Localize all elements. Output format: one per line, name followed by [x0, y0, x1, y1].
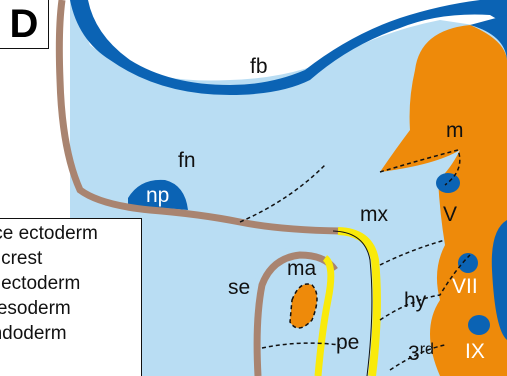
label-pe: pe [336, 331, 359, 354]
legend-box: surface ectoderm neural crest neural ect… [0, 218, 142, 376]
label-np: np [146, 184, 169, 207]
label-fb: fb [250, 55, 268, 78]
label-IX: IX [465, 340, 485, 363]
legend-item-mesoderm: mesoderm [0, 298, 71, 320]
label-third-base: 3 [408, 342, 420, 365]
legend-item-neural-crest: neural crest [0, 248, 42, 270]
label-fn: fn [178, 149, 196, 172]
label-V: V [443, 203, 457, 226]
label-VII: VII [452, 275, 478, 298]
label-third-sup: rd [420, 341, 434, 358]
ganglion-V [436, 173, 460, 193]
legend-item-surface-ectoderm: surface ectoderm [0, 223, 98, 245]
label-se: se [228, 276, 250, 299]
label-ma: ma [287, 257, 316, 280]
ganglion-IX [468, 315, 490, 335]
label-m: m [446, 119, 464, 142]
label-mx: mx [360, 203, 388, 226]
legend-item-neural-ectoderm: neural ectoderm [0, 273, 80, 295]
label-hy: hy [404, 289, 427, 312]
panel-letter: D [0, 0, 49, 49]
legend-item-endoderm: endoderm [0, 323, 67, 345]
